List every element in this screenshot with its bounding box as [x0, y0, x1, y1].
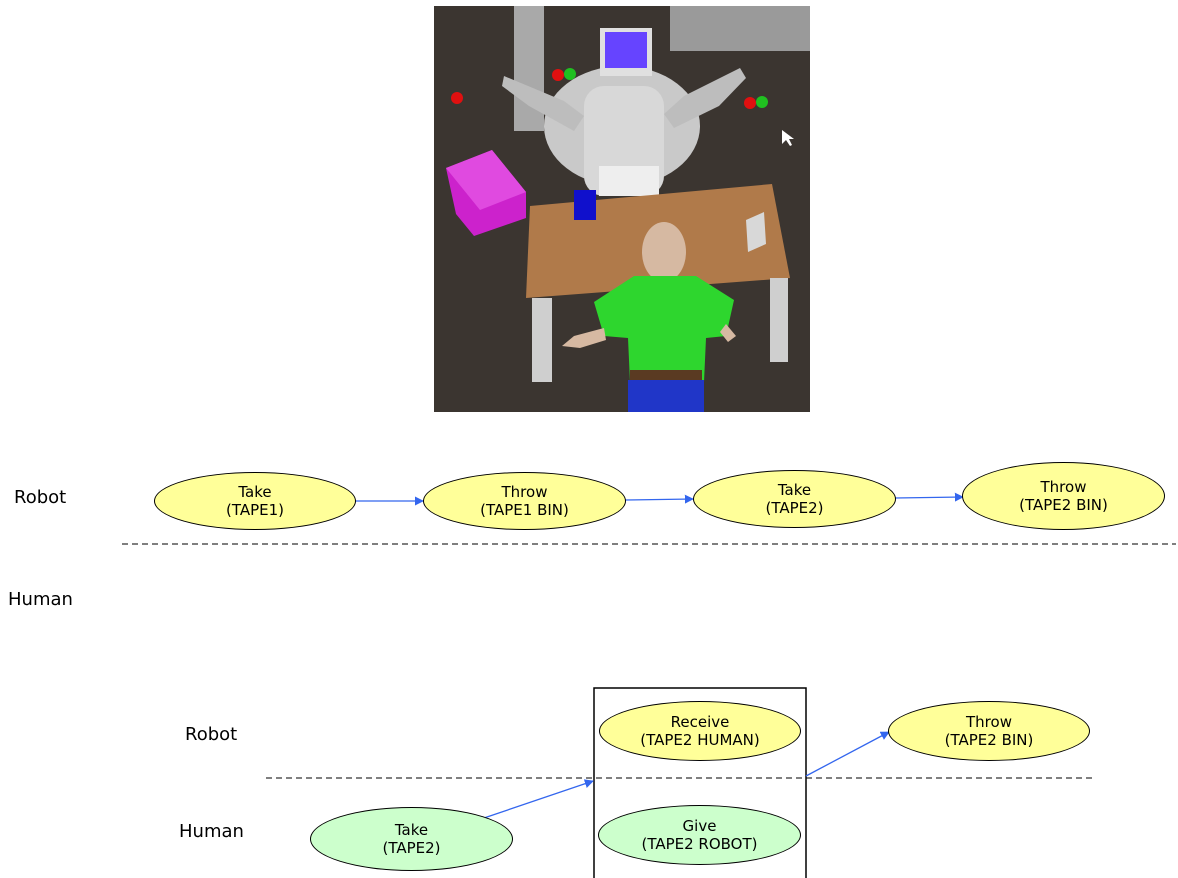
- node-args: (TAPE2 BIN): [944, 731, 1034, 749]
- bottom-node-give-tape2-robot: Give (TAPE2 ROBOT): [598, 805, 801, 865]
- bottom-node-receive-tape2-human: Receive (TAPE2 HUMAN): [599, 701, 801, 761]
- arrow-human-take-to-joint: [483, 779, 594, 819]
- bottom-node-throw-tape2-bin: Throw (TAPE2 BIN): [888, 701, 1090, 761]
- top-node-take-tape1: Take (TAPE1): [154, 472, 356, 530]
- node-args: (TAPE2 ROBOT): [641, 835, 758, 853]
- arrow-take2-throw2: [894, 492, 964, 502]
- arrow-joint-to-throw: [805, 731, 890, 777]
- top-node-throw-tape1-bin: Throw (TAPE1 BIN): [423, 472, 626, 530]
- bottom-robot-lane-label: Robot: [185, 724, 238, 745]
- node-action: Throw: [966, 713, 1012, 731]
- node-action: Throw: [501, 483, 548, 501]
- node-args: (TAPE2 BIN): [1019, 496, 1108, 514]
- node-action: Take: [777, 481, 812, 499]
- simulation-scene-image: [434, 6, 810, 412]
- node-action: Give: [682, 817, 717, 835]
- node-action: Take: [238, 483, 272, 501]
- top-robot-lane-label: Robot: [14, 487, 67, 508]
- node-action: Take: [394, 821, 429, 839]
- arrow-throw1-take2: [624, 494, 694, 504]
- node-action: Receive: [670, 713, 730, 731]
- bottom-node-take-tape2: Take (TAPE2): [310, 807, 513, 871]
- top-node-take-tape2: Take (TAPE2): [693, 470, 896, 528]
- top-human-lane-label: Human: [8, 589, 73, 610]
- node-args: (TAPE1): [225, 501, 285, 519]
- node-action: Throw: [1040, 478, 1087, 496]
- node-args: (TAPE1 BIN): [480, 501, 569, 519]
- node-args: (TAPE2): [765, 499, 824, 517]
- top-node-throw-tape2-bin: Throw (TAPE2 BIN): [962, 462, 1165, 530]
- joint-action-box: [593, 687, 807, 878]
- bottom-human-lane-label: Human: [179, 821, 244, 842]
- node-args: (TAPE2): [382, 839, 441, 857]
- node-args: (TAPE2 HUMAN): [640, 731, 760, 749]
